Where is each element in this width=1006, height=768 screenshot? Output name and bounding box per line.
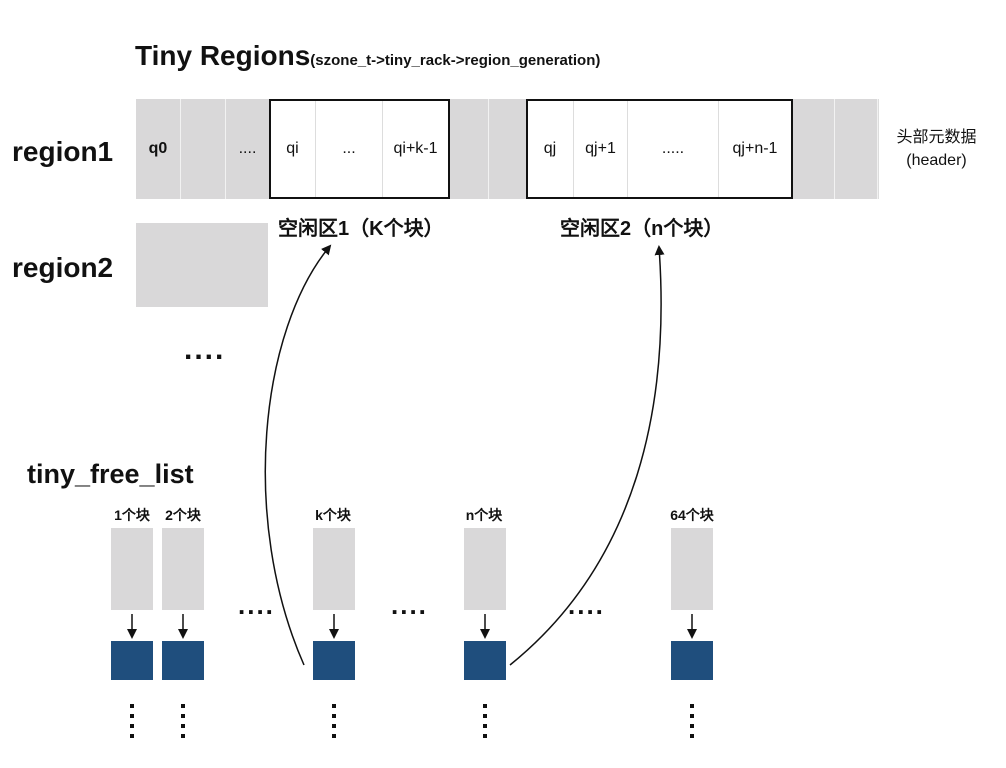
regions-more-ellipsis: .... bbox=[184, 333, 226, 366]
free-list-gap-1: .... bbox=[238, 590, 275, 620]
cell-blank-4 bbox=[792, 99, 835, 199]
header-text-en: (header) bbox=[906, 152, 967, 169]
free-list-col-label-2: 2个块 bbox=[165, 507, 201, 523]
free-list-title: tiny_free_list bbox=[27, 459, 194, 489]
free-list-slot-n bbox=[464, 528, 506, 610]
free-list-col-label-64: 64个块 bbox=[670, 507, 714, 523]
title-main-text: Tiny Regions bbox=[135, 40, 311, 71]
free-list-slot-1 bbox=[111, 528, 153, 610]
free-list-gap-2: .... bbox=[391, 590, 428, 620]
free-list-more-n bbox=[464, 704, 506, 744]
cell-qj: qj bbox=[527, 99, 574, 199]
free-list-node-k bbox=[313, 641, 355, 680]
free-list-node-n bbox=[464, 641, 506, 680]
header-text-cn: 头部元数据 bbox=[896, 129, 977, 146]
curve-arrow-n-to-area2 bbox=[509, 245, 665, 666]
cell-qi: qi bbox=[270, 99, 316, 199]
free-list-node-64 bbox=[671, 641, 713, 680]
cell-qj-1: qj+1 bbox=[574, 99, 628, 199]
free-list-slot-64 bbox=[671, 528, 713, 610]
free-list-gap-3: .... bbox=[568, 590, 605, 620]
free-area-2-label: 空闲区2（n个块） bbox=[560, 218, 724, 240]
diagram-title: Tiny Regions(szone_t->tiny_rack->region_… bbox=[135, 40, 600, 72]
slot-to-node-arrows bbox=[127, 614, 697, 639]
free-list-node-2 bbox=[162, 641, 204, 680]
region2-block bbox=[136, 223, 268, 307]
free-list-slot-k bbox=[313, 528, 355, 610]
cell-header: 头部元数据 (header) bbox=[878, 99, 994, 199]
free-list-col-label-k: k个块 bbox=[315, 507, 351, 523]
cell-ellipsis-1: .... bbox=[226, 99, 270, 199]
curve-arrow-k-to-area1 bbox=[264, 244, 332, 666]
cell-ellipsis-3: ..... bbox=[628, 99, 719, 199]
cell-qj-n-1: qj+n-1 bbox=[719, 99, 792, 199]
free-area-1-label: 空闲区1（K个块） bbox=[278, 218, 444, 240]
region1-bar: q0 .... qi ... qi+k-1 qj qj+1 ..... qj+n… bbox=[136, 99, 994, 199]
free-list-node-1 bbox=[111, 641, 153, 680]
free-list-slot-2 bbox=[162, 528, 204, 610]
free-list-col-label-1: 1个块 bbox=[114, 507, 150, 523]
cell-ellipsis-2: ... bbox=[316, 99, 383, 199]
free-list-more-k bbox=[313, 704, 355, 744]
cell-blank-2 bbox=[449, 99, 489, 199]
cell-qi-k-1: qi+k-1 bbox=[383, 99, 449, 199]
free-list-more-1 bbox=[111, 704, 153, 744]
title-sub-text: (szone_t->tiny_rack->region_generation) bbox=[310, 52, 601, 69]
free-list-col-label-n: n个块 bbox=[465, 507, 503, 523]
cell-blank-5 bbox=[835, 99, 878, 199]
free-list-more-2 bbox=[162, 704, 204, 744]
cell-q0: q0 bbox=[136, 99, 181, 199]
region2-label: region2 bbox=[12, 252, 114, 283]
region1-label: region1 bbox=[12, 136, 114, 167]
free-list-more-64 bbox=[671, 704, 713, 744]
cell-blank-1 bbox=[181, 99, 226, 199]
